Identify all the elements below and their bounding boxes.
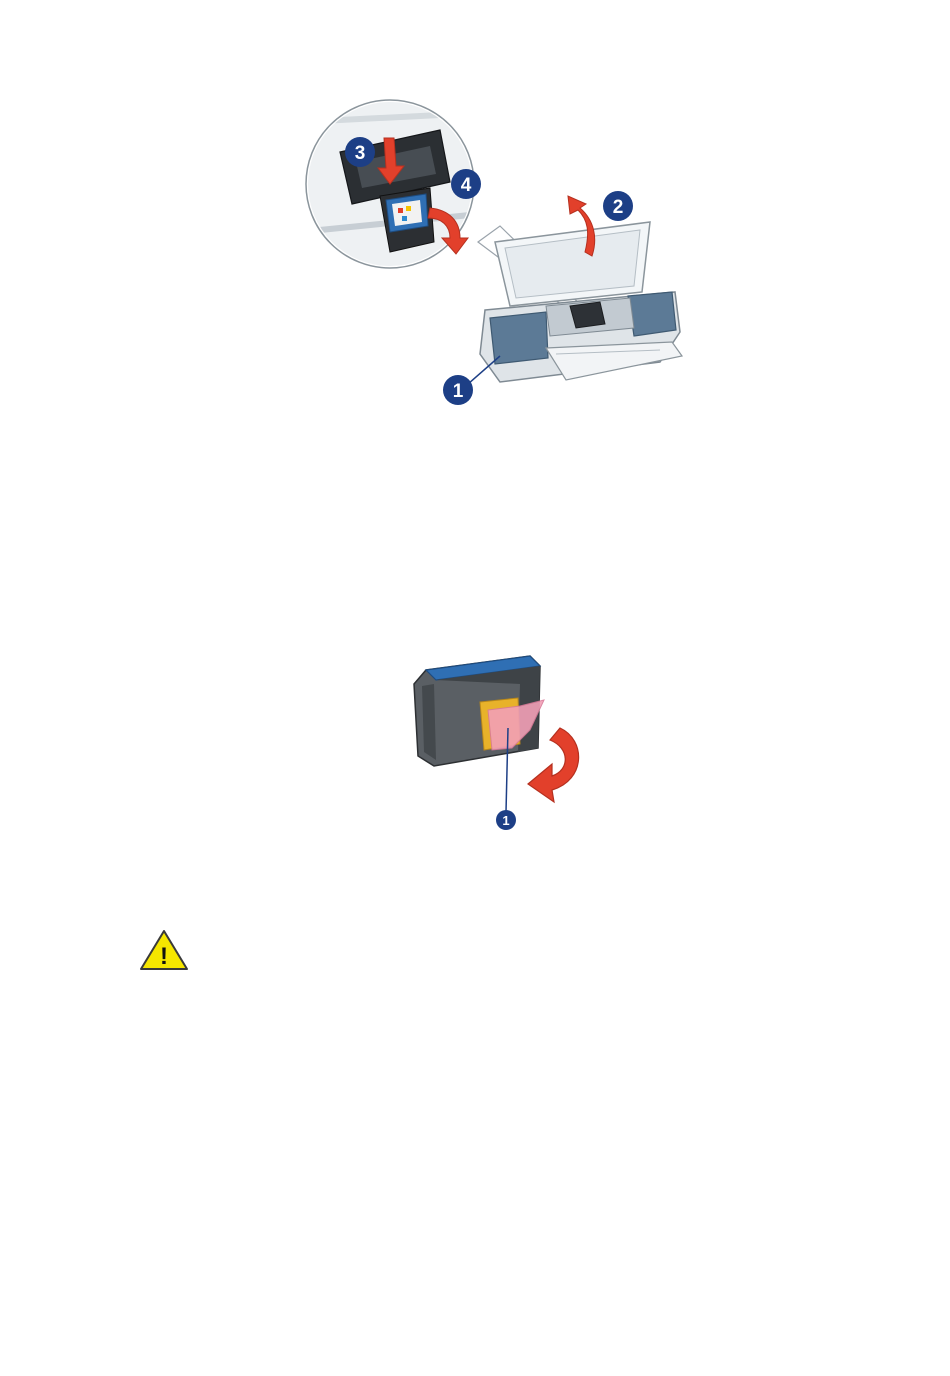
printer-cartridge-install-illustration: 1 2 3 4 — [300, 92, 700, 412]
callout-2-label: 2 — [613, 197, 624, 218]
callout-4-label: 4 — [461, 175, 472, 196]
callout-2: 2 — [603, 191, 633, 221]
callout-1-label: 1 — [453, 381, 464, 402]
cartridge-callout-1-label: 1 — [502, 813, 509, 828]
warning-glyph: ! — [160, 943, 168, 970]
warning-triangle-icon: ! — [138, 928, 190, 972]
printer-lid — [495, 222, 650, 306]
callout-3-label: 3 — [355, 143, 366, 164]
cartridge-tape-removal-illustration: 1 — [400, 640, 600, 840]
callout-4: 4 — [451, 169, 481, 199]
callout-1: 1 — [496, 810, 516, 830]
callout-1: 1 — [443, 375, 473, 405]
callout-3: 3 — [345, 137, 375, 167]
